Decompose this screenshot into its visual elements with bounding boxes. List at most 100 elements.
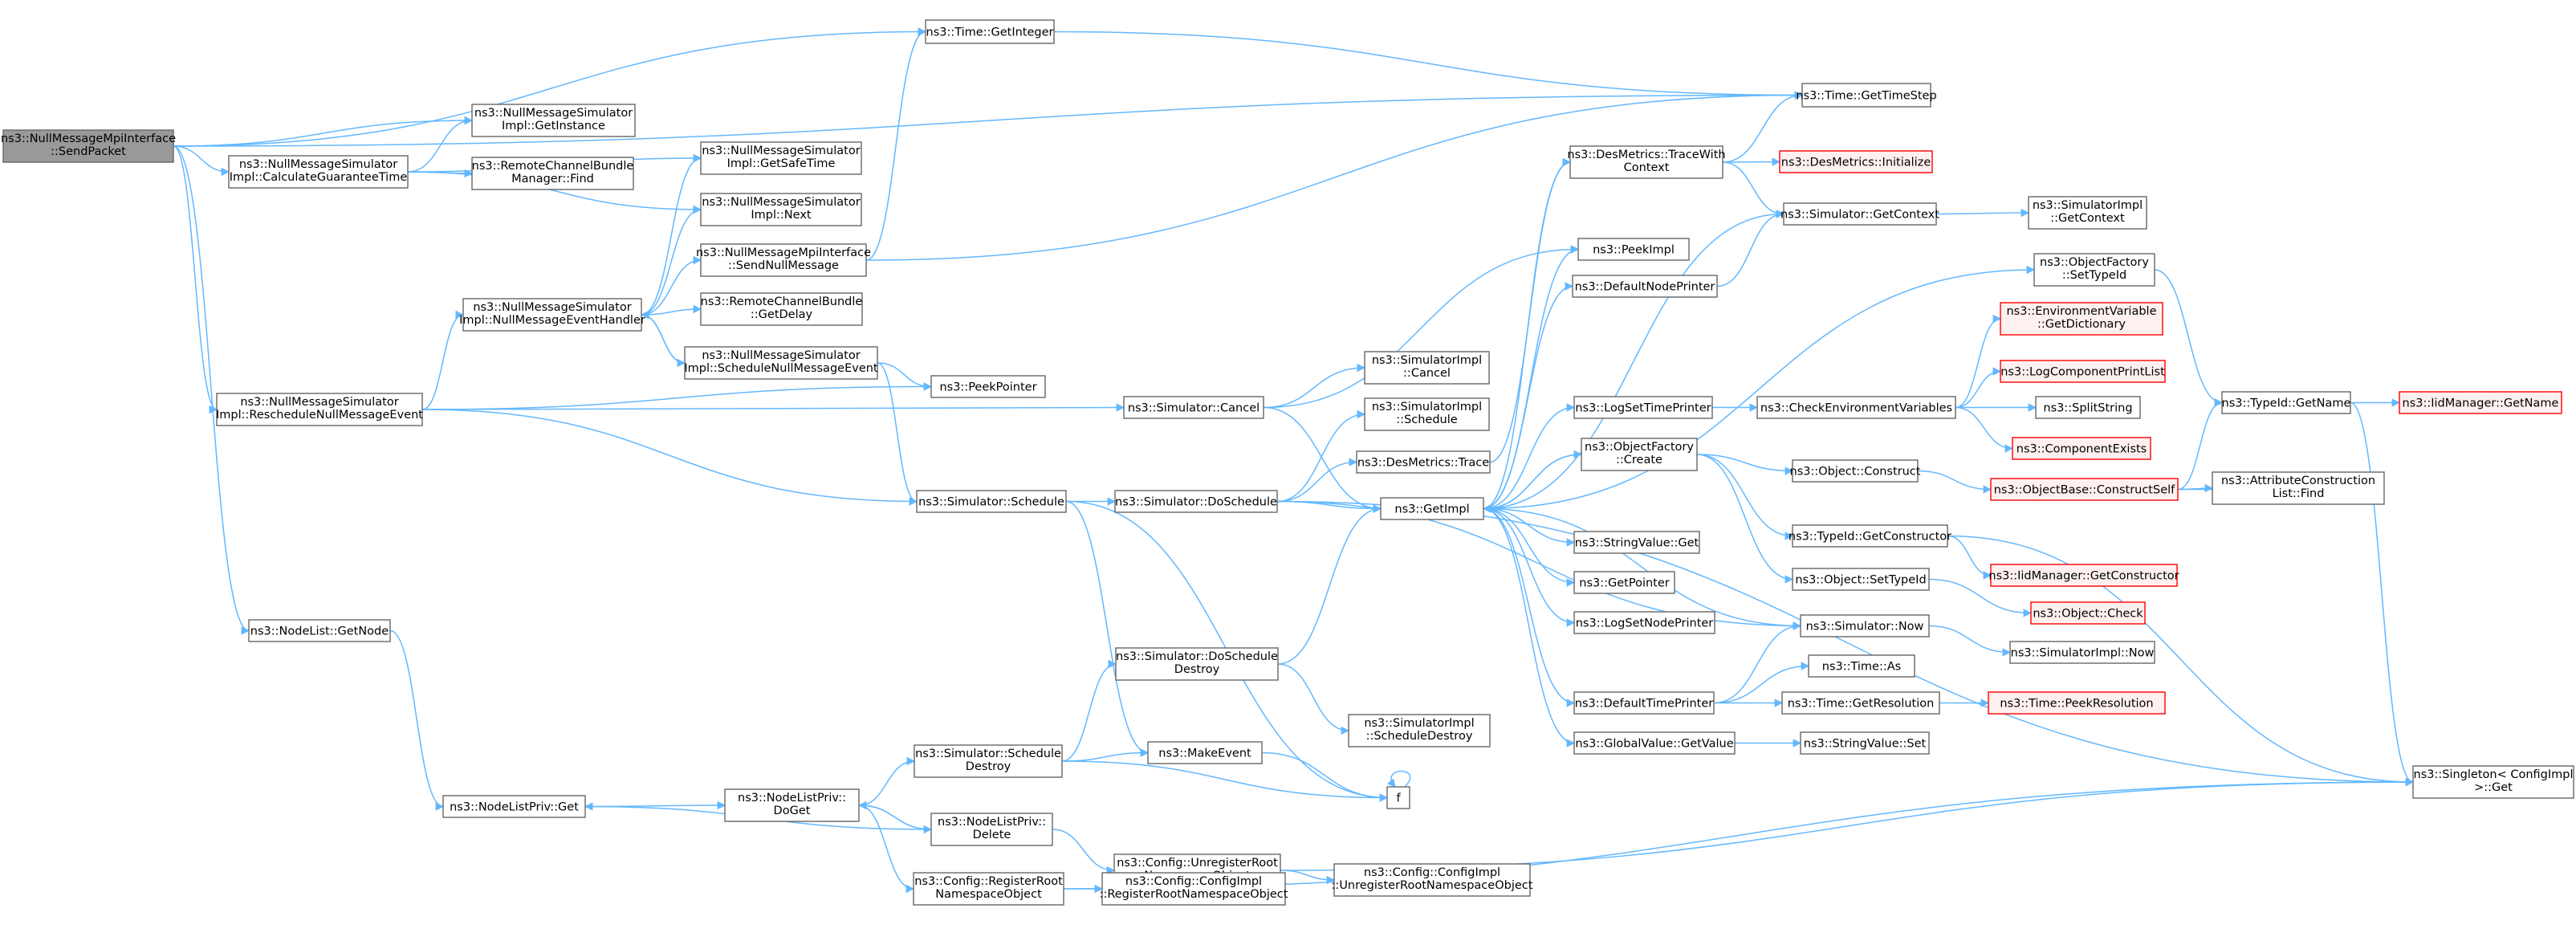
graph-node-getresolution[interactable]: ns3::Time::GetResolution [1781,691,1940,715]
graph-node-gvgetvalue[interactable]: ns3::GlobalValue::GetValue [1573,731,1736,755]
node-label: ns3::Simulator::DoSchedule [1115,496,1277,509]
graph-node-iidgetname[interactable]: ns3::IidManager::GetName [2399,391,2562,414]
graph-node-getcontext[interactable]: ns3::Simulator::GetContext [1780,202,1939,226]
node-box [1573,531,1700,554]
graph-node-rcbgetdelay[interactable]: ns3::RemoteChannelBundle::GetDelay [700,292,863,326]
node-box [1348,714,1491,748]
graph-node-compexists[interactable]: ns3::ComponentExists [2012,437,2151,460]
graph-node-objsettypeid[interactable]: ns3::Object::SetTypeId [1792,568,1930,591]
graph-node-checkenv[interactable]: ns3::CheckEnvironmentVariables [1756,396,1956,419]
graph-node-logcompprint[interactable]: ns3::LogComponentPrintList [2000,360,2166,383]
call-edge-obconstructself-to-attrfind [2177,483,2214,493]
graph-node-obconstructself[interactable]: ns3::ObjectBase::ConstructSelf [1990,478,2179,501]
graph-node-simnow[interactable]: ns3::Simulator::Now [1800,614,1930,638]
call-edge-schdestroy-to-f [1061,760,1389,802]
graph-node-defnodeprinter[interactable]: ns3::DefaultNodePrinter [1572,275,1718,298]
graph-node-resched[interactable]: ns3::NullMessageSimulatorImpl::Reschedul… [216,393,423,426]
graph-node-desinit[interactable]: ns3::DesMetrics::Initialize [1779,150,1933,173]
graph-node-peekimpl[interactable]: ns3::PeekImpl [1577,238,1690,261]
call-edge-nlpdoget-to-cfgreg [858,805,915,894]
graph-node-singleton[interactable]: ns3::Singleton< ConfigImpl >::Get [2412,765,2574,799]
node-label: ns3::NodeList::GetNode [250,625,389,638]
graph-node-nlpget[interactable]: ns3::NodeListPriv::Get [442,795,586,818]
node-label: ::SendPacket [51,145,126,158]
graph-node-timeas[interactable]: ns3::Time::As [1808,654,1915,678]
graph-node-getinteger[interactable]: ns3::Time::GetInteger [925,19,1055,44]
graph-node-envgetdict[interactable]: ns3::EnvironmentVariable::GetDictionary [2000,302,2163,336]
graph-node-svset[interactable]: ns3::StringValue::Set [1800,731,1930,755]
node-label: ns3::Simulator::Cancel [1128,402,1260,415]
graph-node-gettimestep[interactable]: ns3::Time::GetTimeStep [1796,83,1937,108]
node-box [1801,83,1931,108]
graph-node-svget[interactable]: ns3::StringValue::Get [1573,531,1700,554]
call-edge-simcancel-to-implcancel [1263,363,1366,409]
graph-node-nlpdoget[interactable]: ns3::NodeListPriv::DoGet [724,788,860,822]
node-label: ns3::Object::Construct [1790,466,1921,479]
graph-node-implnow[interactable]: ns3::SimulatorImpl::Now [2009,641,2155,664]
graph-node-getinstance[interactable]: ns3::NullMessageSimulatorImpl::GetInstan… [471,104,636,137]
graph-node-f[interactable]: f [1386,786,1410,809]
graph-node-implgetcontext[interactable]: ns3::SimulatorImpl::GetContext [2028,196,2147,230]
node-label: ns3::Singleton< ConfigImpl [2414,768,2574,781]
graph-node-getsafetime[interactable]: ns3::NullMessageSimulatorImpl::GetSafeTi… [700,141,862,175]
node-box [2035,396,2141,419]
graph-node-cfgimplreg[interactable]: ns3::Config::ConfigImpl::RegisterRootNam… [1100,872,1288,906]
graph-node-iidgetconstructor[interactable]: ns3::IidManager::GetConstructor [1988,564,2179,587]
graph-node-nmhandler[interactable]: ns3::NullMessageSimulatorImpl::NullMessa… [459,298,645,332]
node-label: ns3::CheckEnvironmentVariables [1760,402,1952,415]
call-edge-getinteger-to-gettimestep [1053,31,1804,100]
node-label: ns3::Time::As [1822,661,1901,674]
graph-node-cfgimplunreg[interactable]: ns3::Config::ConfigImpl::UnregisterRootN… [1332,863,1533,897]
node-box [2012,437,2151,460]
graph-node-logsetnode[interactable]: ns3::LogSetNodePrinter [1573,611,1715,634]
graph-node-root[interactable]: ns3::NullMessageMpiInterface::SendPacket [1,129,176,163]
graph-node-desmtrace[interactable]: ns3::DesMetrics::Trace [1356,450,1491,474]
call-edge-root-to-nodelistgetnode [173,145,250,635]
node-label: ns3::SimulatorImpl [1372,401,1482,413]
node-label: Manager::Find [511,173,594,185]
graph-node-schednull[interactable]: ns3::NullMessageSimulatorImpl::ScheduleN… [684,346,878,380]
graph-node-simschedule[interactable]: ns3::Simulator::Schedule [916,490,1067,513]
graph-node-nlpdelete[interactable]: ns3::NodeListPriv::Delete [930,813,1053,846]
graph-node-nodelistgetnode[interactable]: ns3::NodeList::GetNode [248,619,391,642]
call-graph-edges [173,27,2415,894]
graph-node-getpointer[interactable]: ns3::GetPointer [1573,571,1675,594]
graph-node-peekpointer[interactable]: ns3::PeekPointer [930,375,1046,398]
graph-node-objcheck[interactable]: ns3::Object::Check [2030,601,2146,625]
node-label: f [1396,792,1401,805]
graph-node-ofcreate[interactable]: ns3::ObjectFactory::Create [1581,438,1698,471]
call-edge-makeevent-to-f [1261,752,1389,802]
graph-node-schdestroy[interactable]: ns3::Simulator::ScheduleDestroy [914,744,1063,778]
graph-node-ofsettypeid[interactable]: ns3::ObjectFactory::SetTypeId [2033,253,2155,287]
call-edge-simnow-to-implnow [1928,625,2012,657]
graph-node-simcancel[interactable]: ns3::Simulator::Cancel [1123,396,1264,419]
graph-node-calcguar[interactable]: ns3::NullMessageSimulatorImpl::Calculate… [228,155,409,189]
node-box [700,243,867,277]
graph-node-splitstring[interactable]: ns3::SplitString [2035,396,2141,419]
node-label: ns3::Time::GetResolution [1788,698,1935,711]
graph-node-deftimeprinter[interactable]: ns3::DefaultTimePrinter [1573,691,1715,715]
graph-node-makeevent[interactable]: ns3::MakeEvent [1147,741,1263,764]
node-label: ns3::ComponentExists [2016,443,2147,456]
graph-node-doschedule[interactable]: ns3::Simulator::DoSchedule [1114,490,1278,513]
node-label: ns3::NullMessageSimulator [702,196,860,209]
graph-node-objconstruct[interactable]: ns3::Object::Construct [1790,459,1921,483]
graph-node-getconstructor[interactable]: ns3::TypeId::GetConstructor [1789,524,1951,548]
call-edge-checkenv-to-logcompprint [1955,367,2002,409]
graph-node-implschdestroy[interactable]: ns3::SimulatorImpl::ScheduleDestroy [1348,714,1491,748]
graph-node-implcancel[interactable]: ns3::SimulatorImpl::Cancel [1364,351,1490,385]
graph-node-sendnull[interactable]: ns3::NullMessageMpiInterface::SendNullMe… [696,243,871,277]
graph-node-getimpl[interactable]: ns3::GetImpl [1380,497,1484,520]
graph-node-typeidgetname[interactable]: ns3::TypeId::GetName [2221,391,2351,414]
call-edge-schednull-to-peekpointer [877,362,933,391]
graph-node-cfgreg[interactable]: ns3::Config::RegisterRootNamespaceObject [913,872,1064,906]
graph-node-logsettime[interactable]: ns3::LogSetTimePrinter [1573,396,1713,419]
graph-node-implschedule[interactable]: ns3::SimulatorImpl::Schedule [1364,397,1490,431]
graph-node-peekresolution[interactable]: ns3::Time::PeekResolution [1988,691,2166,715]
